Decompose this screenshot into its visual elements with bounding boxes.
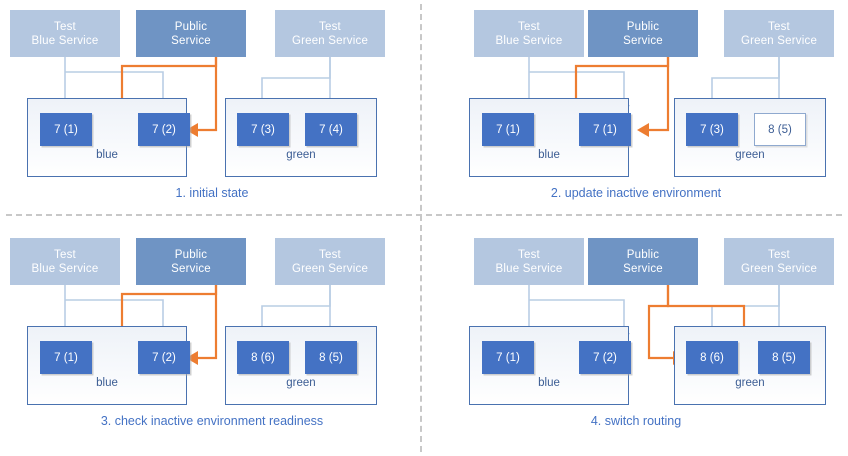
vertical-divider	[420, 4, 422, 452]
panel-3-caption: 3. check inactive environment readiness	[100, 414, 324, 428]
blue-node-2[interactable]: 7 (2)	[579, 341, 631, 374]
test-blue-service-label-line2: Blue Service	[495, 262, 563, 275]
blue-node-1[interactable]: 7 (1)	[482, 113, 534, 146]
public-service-label-line2: Service	[623, 262, 663, 275]
panel-4: Test Blue Service Public Service Test Gr…	[424, 228, 848, 456]
test-green-service-label-line1: Test	[319, 20, 341, 33]
test-blue-service-label-line2: Blue Service	[495, 34, 563, 47]
test-green-service-box[interactable]: Test Green Service	[275, 10, 385, 57]
test-green-service-box[interactable]: Test Green Service	[724, 10, 834, 57]
public-service-label-line2: Service	[623, 34, 663, 47]
green-node-2[interactable]: 8 (5)	[754, 113, 806, 146]
blue-node-1[interactable]: 7 (1)	[482, 341, 534, 374]
green-node-1[interactable]: 7 (3)	[686, 113, 738, 146]
blue-environment-label: blue	[538, 377, 560, 389]
public-service-label-line2: Service	[171, 34, 211, 47]
test-blue-service-label-line1: Test	[518, 20, 540, 33]
panel-2-caption: 2. update inactive environment	[550, 186, 722, 200]
test-blue-service-box[interactable]: Test Blue Service	[474, 238, 584, 285]
test-green-service-label-line2: Green Service	[291, 34, 369, 47]
green-node-2[interactable]: 8 (5)	[758, 341, 810, 374]
test-green-service-label-line2: Green Service	[291, 262, 369, 275]
panel-1: Test Blue Service Public Service Test Gr…	[0, 0, 424, 228]
blue-environment-label: blue	[538, 149, 560, 161]
panel-4-caption: 4. switch routing	[590, 414, 682, 428]
test-blue-service-label-line2: Blue Service	[31, 34, 99, 47]
test-blue-service-box[interactable]: Test Blue Service	[474, 10, 584, 57]
green-node-1[interactable]: 8 (6)	[237, 341, 289, 374]
test-blue-service-box[interactable]: Test Blue Service	[10, 10, 120, 57]
public-service-box[interactable]: Public Service	[136, 238, 246, 285]
test-green-service-box[interactable]: Test Green Service	[724, 238, 834, 285]
public-service-label-line1: Public	[626, 248, 660, 261]
public-service-label-line1: Public	[626, 20, 660, 33]
horizontal-divider	[6, 214, 842, 216]
blue-environment-label: blue	[96, 149, 118, 161]
test-green-service-label-line1: Test	[319, 248, 341, 261]
test-blue-service-label-line1: Test	[54, 248, 76, 261]
test-green-service-label-line2: Green Service	[740, 34, 818, 47]
test-green-service-label-line1: Test	[768, 248, 790, 261]
green-environment-label: green	[735, 377, 765, 389]
test-blue-service-label-line1: Test	[518, 248, 540, 261]
test-blue-service-label-line2: Blue Service	[31, 262, 99, 275]
panel-3: Test Blue Service Public Service Test Gr…	[0, 228, 424, 456]
panel-2: Test Blue Service Public Service Test Gr…	[424, 0, 848, 228]
blue-environment-label: blue	[96, 377, 118, 389]
blue-node-1[interactable]: 7 (1)	[40, 341, 92, 374]
green-environment-label: green	[735, 149, 765, 161]
green-node-1[interactable]: 8 (6)	[686, 341, 738, 374]
public-service-label-line1: Public	[174, 248, 208, 261]
test-blue-service-label-line1: Test	[54, 20, 76, 33]
public-service-box[interactable]: Public Service	[588, 238, 698, 285]
test-green-service-box[interactable]: Test Green Service	[275, 238, 385, 285]
blue-node-2[interactable]: 7 (2)	[138, 113, 190, 146]
test-blue-service-box[interactable]: Test Blue Service	[10, 238, 120, 285]
public-service-box[interactable]: Public Service	[588, 10, 698, 57]
blue-node-2[interactable]: 7 (2)	[138, 341, 190, 374]
public-service-label-line2: Service	[171, 262, 211, 275]
blue-node-2[interactable]: 7 (1)	[579, 113, 631, 146]
green-node-2[interactable]: 7 (4)	[305, 113, 357, 146]
green-environment-label: green	[286, 149, 316, 161]
green-node-1[interactable]: 7 (3)	[237, 113, 289, 146]
panel-1-caption: 1. initial state	[175, 186, 249, 200]
blue-node-1[interactable]: 7 (1)	[40, 113, 92, 146]
test-green-service-label-line2: Green Service	[740, 262, 818, 275]
green-node-2[interactable]: 8 (5)	[305, 341, 357, 374]
public-service-label-line1: Public	[174, 20, 208, 33]
test-green-service-label-line1: Test	[768, 20, 790, 33]
green-environment-label: green	[286, 377, 316, 389]
public-service-box[interactable]: Public Service	[136, 10, 246, 57]
